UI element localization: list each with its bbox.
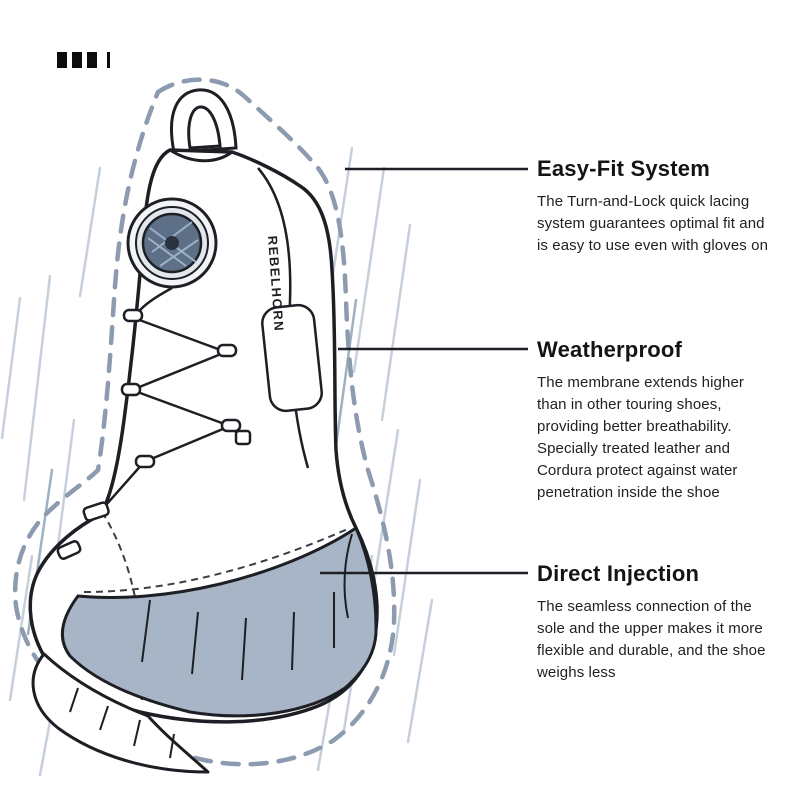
brand-mark-square (87, 52, 97, 68)
feature-title-direct-injection: Direct Injection (537, 561, 700, 586)
lace-eyelets (56, 308, 252, 560)
feature-direct-injection: Direct Injection The seamless connection… (537, 561, 777, 684)
outsole-tread (31, 652, 210, 774)
brand-mark-square (72, 52, 82, 68)
feature-title-easy-fit: Easy-Fit System (537, 156, 710, 181)
feature-description-direct-injection: The seamless connection of the sole and … (537, 598, 766, 681)
boa-dial-icon (126, 197, 218, 289)
feature-title-weatherproof: Weatherproof (537, 337, 683, 362)
brand-mark-square (57, 52, 67, 68)
pull-loop-icon (170, 88, 238, 154)
brand-mark-bar (107, 52, 110, 68)
boot-brand-text: REBELHORN (265, 235, 287, 333)
brand-mark (57, 52, 110, 68)
boot-sole (60, 525, 378, 718)
feature-weatherproof: Weatherproof The membrane extends higher… (537, 337, 777, 504)
feature-easy-fit-system: Easy-Fit System The Turn-and-Lock quick … (537, 156, 777, 257)
feature-description-easy-fit: The Turn-and-Lock quick lacing system gu… (537, 193, 769, 254)
membrane-dashed-outline (12, 77, 397, 767)
feature-description-weatherproof: The membrane extends higher than in othe… (537, 374, 744, 501)
